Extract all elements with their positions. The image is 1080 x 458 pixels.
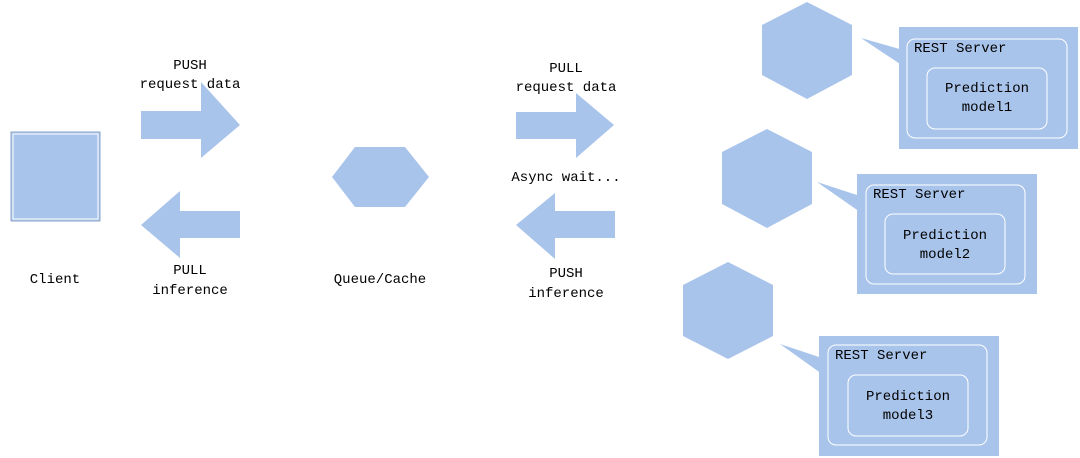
server-2-hexagon bbox=[722, 129, 812, 228]
client-label: Client bbox=[30, 272, 80, 288]
queue-hexagon bbox=[332, 147, 429, 207]
server-3-callout-pointer bbox=[780, 344, 822, 374]
push-inference-arrow-group: PUSH inference bbox=[516, 193, 615, 302]
pull-inference-label-line1: PULL bbox=[173, 263, 207, 279]
client-box bbox=[10, 131, 101, 222]
push-inference-label-line1: PUSH bbox=[549, 266, 583, 282]
server-1-callout-pointer bbox=[861, 38, 903, 66]
push-request-arrow bbox=[141, 82, 240, 158]
queue-label: Queue/Cache bbox=[334, 272, 426, 288]
server-1-rest-title: REST Server bbox=[914, 41, 1006, 57]
pull-inference-arrow bbox=[141, 191, 240, 258]
server-2-model-box bbox=[884, 213, 1006, 275]
push-request-label-line2: request data bbox=[140, 77, 241, 93]
push-request-label-line1: PUSH bbox=[173, 58, 207, 74]
server-3-model-line1: Prediction bbox=[866, 389, 950, 405]
server-1-model-line1: Prediction bbox=[945, 81, 1029, 97]
push-inference-label-line2: inference bbox=[528, 286, 604, 302]
server-3-rest-title: REST Server bbox=[835, 348, 927, 364]
server-3-rest-frame bbox=[827, 344, 988, 446]
pull-request-arrow bbox=[516, 93, 614, 158]
push-request-arrow-group: PUSH request data bbox=[140, 58, 241, 158]
server-1-rest-frame bbox=[906, 38, 1068, 139]
server-1-model-line2: model1 bbox=[962, 100, 1012, 116]
server-node-1: REST Server Prediction model1 bbox=[762, 2, 1078, 149]
pull-request-arrow-group: PULL request data bbox=[516, 61, 617, 158]
pull-request-label-line1: PULL bbox=[549, 61, 583, 77]
server-3-hexagon bbox=[683, 262, 773, 359]
pull-inference-arrow-group: PULL inference bbox=[141, 191, 240, 299]
server-1-model-box bbox=[926, 67, 1048, 130]
pull-inference-label-line2: inference bbox=[152, 283, 228, 299]
server-2-callout-pointer bbox=[817, 182, 860, 212]
server-2-model-line1: Prediction bbox=[903, 228, 987, 244]
server-node-2: REST Server Prediction model2 bbox=[722, 129, 1037, 294]
server-node-3: REST Server Prediction model3 bbox=[683, 262, 999, 456]
pull-request-label-line2: request data bbox=[516, 80, 617, 96]
client-box-inner-border bbox=[12, 133, 99, 220]
server-3-model-line2: model3 bbox=[883, 408, 933, 424]
server-2-model-line2: model2 bbox=[920, 247, 970, 263]
server-3-model-box bbox=[847, 374, 969, 437]
queue-node: Queue/Cache bbox=[332, 147, 429, 288]
server-2-rest-title: REST Server bbox=[873, 187, 965, 203]
client-node: Client bbox=[10, 131, 101, 288]
async-wait-label: Async wait... bbox=[511, 170, 620, 186]
server-1-hexagon bbox=[762, 2, 852, 99]
server-2-rest-frame bbox=[865, 184, 1026, 285]
push-inference-arrow bbox=[516, 193, 615, 259]
